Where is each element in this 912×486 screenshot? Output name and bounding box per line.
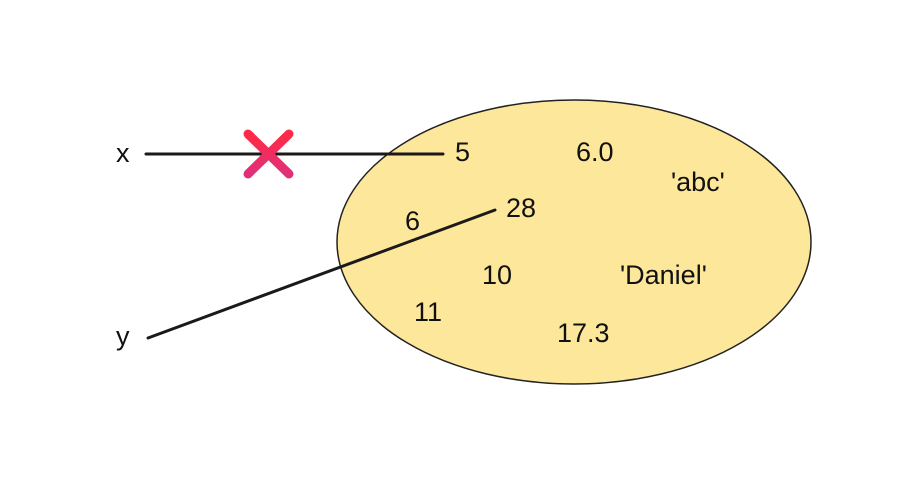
value-daniel: 'Daniel' xyxy=(620,260,707,290)
object-pool-ellipse xyxy=(336,99,812,385)
value-17-3: 17.3 xyxy=(557,318,610,348)
value-6: 6 xyxy=(405,206,420,236)
value-6-0: 6.0 xyxy=(576,137,614,167)
variable-y-label: y xyxy=(116,321,130,351)
y-reference-line xyxy=(146,208,497,340)
value-abc: 'abc' xyxy=(671,167,725,197)
value-11: 11 xyxy=(414,297,442,327)
value-10: 10 xyxy=(482,260,512,290)
value-28: 28 xyxy=(506,193,536,223)
variable-x-label: x xyxy=(116,138,130,168)
cross-icon xyxy=(243,129,294,179)
value-5: 5 xyxy=(455,137,470,167)
